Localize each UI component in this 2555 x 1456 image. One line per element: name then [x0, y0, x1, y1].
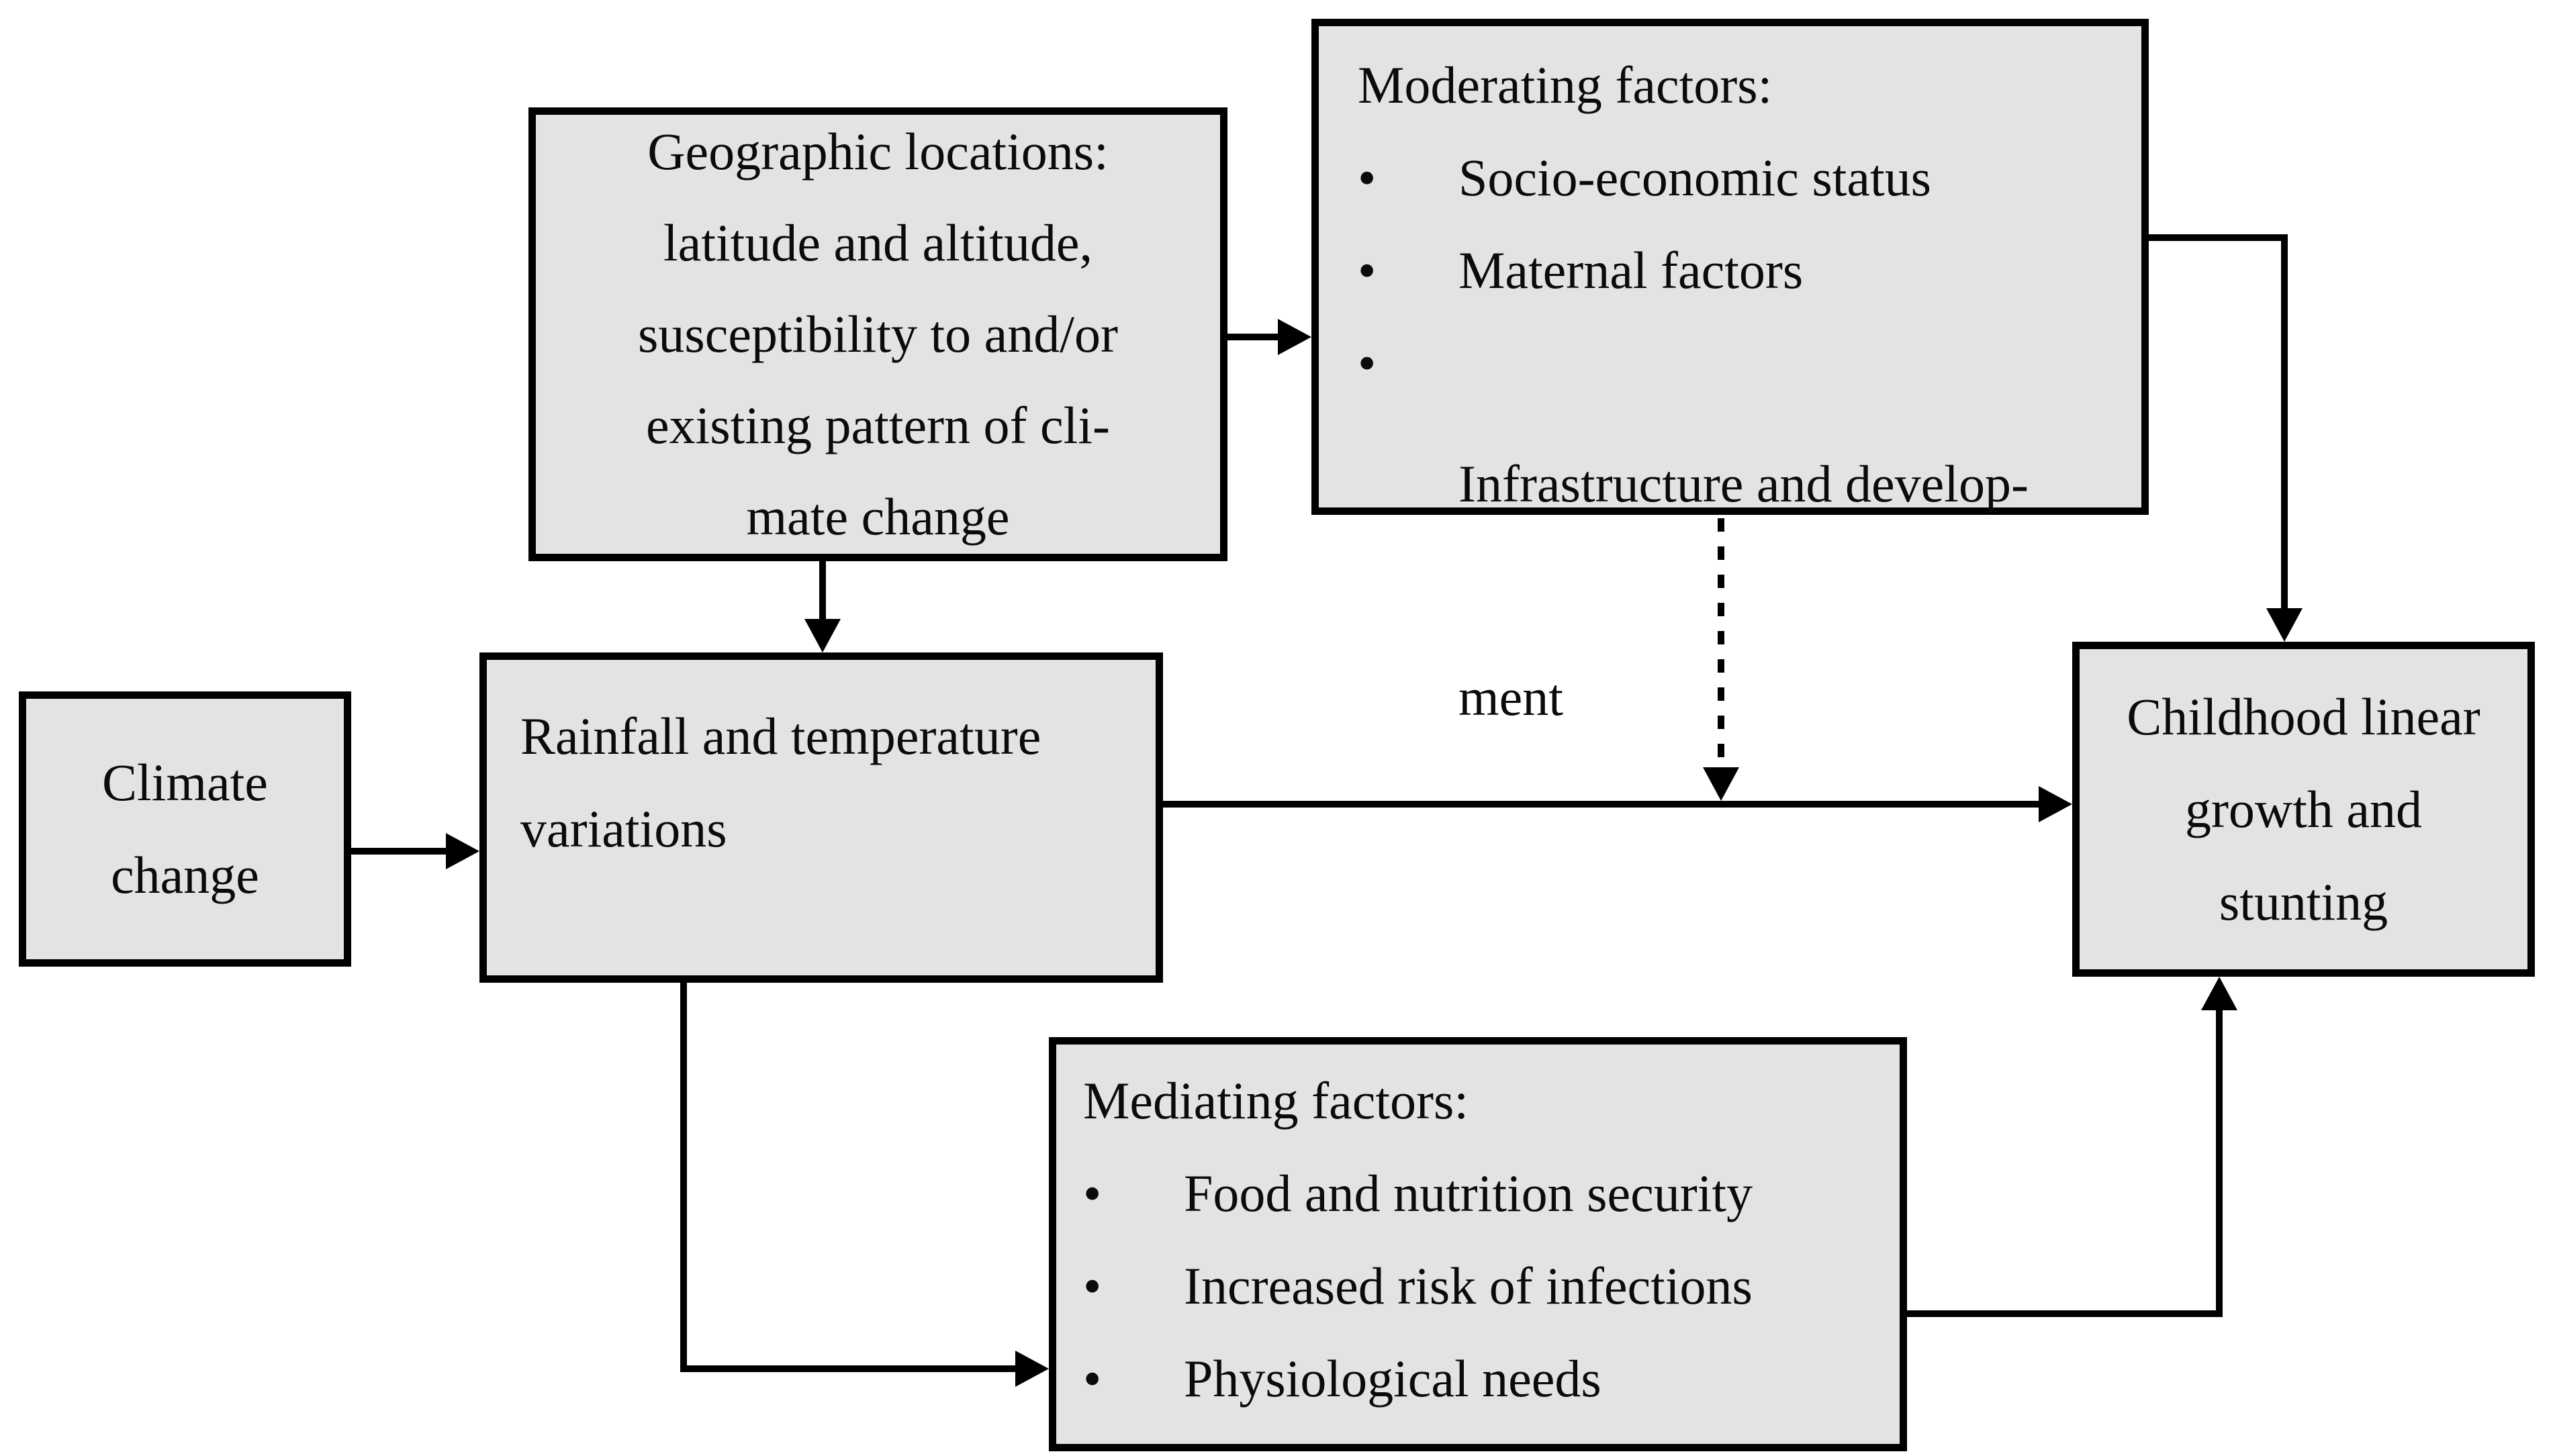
- list-item-label: Increased risk of infections: [1184, 1257, 1753, 1315]
- box-text-line: susceptibility to and/or: [638, 305, 1118, 363]
- list-item: • Food and nutrition security: [1083, 1147, 1886, 1240]
- arrow-moderating-to-childhood-vshaft: [2281, 234, 2288, 611]
- list-item-label: Maternal factors: [1458, 241, 1804, 299]
- list-item: • Increased risk of infections: [1083, 1240, 1886, 1332]
- arrow-geographic-to-rainfall-head: [804, 619, 841, 652]
- bullet-icon: •: [1358, 241, 1377, 299]
- box-text-line: growth and: [2184, 779, 2423, 838]
- bullet-icon: •: [1083, 1164, 1102, 1222]
- arrow-geographic-to-rainfall-shaft: [819, 561, 826, 623]
- bullet-icon: •: [1083, 1257, 1102, 1315]
- list-item: • Maternal factors: [1358, 224, 2128, 317]
- box-title: Mediating factors:: [1083, 1071, 1469, 1130]
- box-childhood-linear-growth-stunting: Childhood linear growth and stunting: [2072, 642, 2535, 977]
- list-item: • Infrastructure and develop- ment: [1358, 317, 2128, 726]
- list-item: • Physiological needs: [1083, 1332, 1886, 1425]
- bullet-icon: •: [1358, 148, 1377, 207]
- list-item-label: Socio-economic status: [1458, 148, 1932, 207]
- box-rainfall-temperature-variations: Rainfall and temperature variations: [479, 652, 1163, 983]
- arrow-rainfall-to-mediating-vshaft: [680, 983, 687, 1372]
- arrow-rainfall-to-mediating-hshaft: [680, 1365, 1018, 1372]
- box-text-line: Climate: [102, 753, 268, 812]
- box-text-line: existing pattern of cli-: [646, 396, 1110, 454]
- arrow-mediating-to-childhood-head: [2201, 977, 2237, 1010]
- arrow-moderating-to-childhood-hshaft: [2149, 234, 2288, 241]
- arrow-climate-to-rainfall-shaft: [351, 848, 449, 855]
- arrow-rainfall-to-mediating-head: [1015, 1351, 1049, 1387]
- arrow-moderating-to-childhood-head: [2266, 608, 2303, 642]
- arrow-rainfall-to-childhood-head: [2039, 786, 2072, 822]
- arrow-mediating-to-childhood-vshaft: [2216, 1007, 2223, 1317]
- arrow-geographic-to-moderating-shaft: [1223, 334, 1281, 340]
- bullet-icon: •: [1083, 1349, 1102, 1408]
- box-title: Moderating factors:: [1358, 56, 1773, 114]
- arrow-geographic-to-moderating-head: [1278, 319, 1311, 355]
- list-item: • Socio-economic status: [1358, 132, 2128, 224]
- box-geographic-locations: Geographic locations: latitude and altit…: [528, 107, 1227, 561]
- dotted-arrow-moderating-head: [1703, 767, 1739, 801]
- box-climate-change: Climate change: [19, 691, 351, 967]
- box-text-line: Rainfall and temperature: [520, 707, 1041, 765]
- box-text-line: stunting: [2219, 872, 2388, 931]
- box-moderating-factors: Moderating factors: • Socio-economic sta…: [1311, 19, 2149, 726]
- box-text-line: mate change: [746, 487, 1010, 546]
- box-text-line: Childhood linear: [2127, 687, 2480, 746]
- arrow-mediating-to-childhood-hshaft: [1907, 1310, 2223, 1317]
- box-mediating-factors: Mediating factors: • Food and nutrition …: [1049, 1037, 1907, 1451]
- list-item-label: ment: [1458, 668, 1563, 726]
- dotted-arrow-moderating-shaft: [1718, 518, 1724, 767]
- box-text-line: Geographic locations:: [647, 122, 1109, 181]
- box-text-line: latitude and altitude,: [663, 213, 1093, 272]
- list-item-label: Infrastructure and develop-: [1458, 454, 2029, 513]
- arrow-rainfall-to-childhood-shaft: [1163, 801, 2041, 808]
- list-item-label: Food and nutrition security: [1184, 1164, 1753, 1222]
- list-item-label: Physiological needs: [1184, 1349, 1601, 1408]
- bullet-icon: •: [1358, 334, 1377, 392]
- box-text-line: change: [111, 846, 259, 904]
- box-text-line: variations: [520, 799, 727, 858]
- arrow-climate-to-rainfall-head: [446, 833, 479, 869]
